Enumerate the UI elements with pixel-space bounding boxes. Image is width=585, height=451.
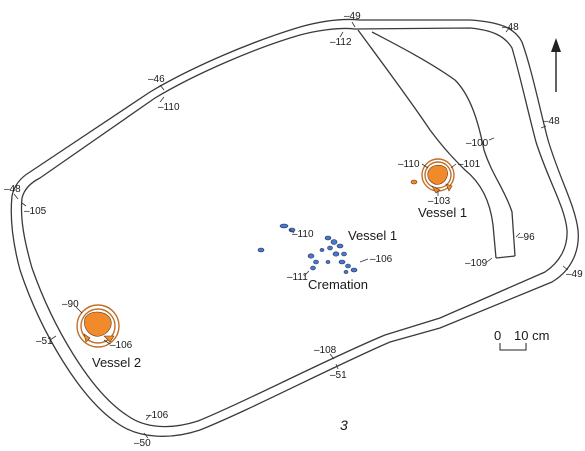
level-left-inner: –105: [24, 206, 47, 217]
level-upper-left-inner: –110: [158, 102, 180, 113]
vessel-1-upper-label: Vessel 1: [418, 205, 467, 220]
cremation-bones: [257, 223, 358, 274]
corridor-left-wall: [357, 29, 497, 259]
level-crem-110: –110: [292, 229, 314, 240]
level-bottom-inner: –108: [314, 345, 337, 356]
vessel-2: [76, 304, 120, 348]
level-v1-right: –101: [458, 159, 481, 170]
vessel-2-label: Vessel 2: [92, 355, 141, 370]
level-bottom-left-outer: –50: [134, 438, 151, 449]
level-upper-left-outer: –46: [148, 74, 165, 85]
level-right-outer: –48: [543, 116, 560, 127]
level-top-outer: –49: [344, 11, 361, 22]
level-top-right-outer: –48: [502, 22, 519, 33]
level-right-lower-outer: –49: [566, 269, 583, 280]
level-v2-106: –106: [110, 340, 133, 351]
level-lower-left-outer: –51: [36, 336, 53, 347]
level-top-inner: –112: [330, 37, 352, 48]
level-channel-109: –109: [465, 258, 488, 269]
outer-contour: [10, 18, 579, 437]
level-left-outer: –48: [4, 184, 21, 195]
level-bottom-left-inner: –106: [146, 410, 169, 421]
level-v1-left: –110: [398, 159, 420, 170]
level-crem-111: –111: [287, 272, 308, 283]
inner-contour: [20, 27, 568, 428]
figure-label: 3: [340, 417, 348, 433]
vessel-1-cremation-label: Vessel 1: [348, 228, 397, 243]
level-channel-96: –96: [518, 232, 535, 243]
level-bottom-outer: –51: [330, 370, 347, 381]
level-crem-106: –106: [370, 254, 393, 265]
level-v2-90: –90: [62, 299, 79, 310]
cremation-label: Cremation: [308, 277, 368, 292]
scale-unit-label: 10 cm: [514, 328, 549, 343]
north-arrow-icon: [551, 38, 561, 92]
corridor-base: [495, 255, 516, 259]
level-niche-100: –100: [466, 138, 489, 149]
scale-zero-label: 0: [494, 328, 501, 343]
level-leader-ticks: [13, 21, 569, 439]
level-v1-below: –103: [428, 196, 451, 207]
corridor-right-wall: [371, 31, 516, 257]
scale-bar: [499, 343, 527, 351]
